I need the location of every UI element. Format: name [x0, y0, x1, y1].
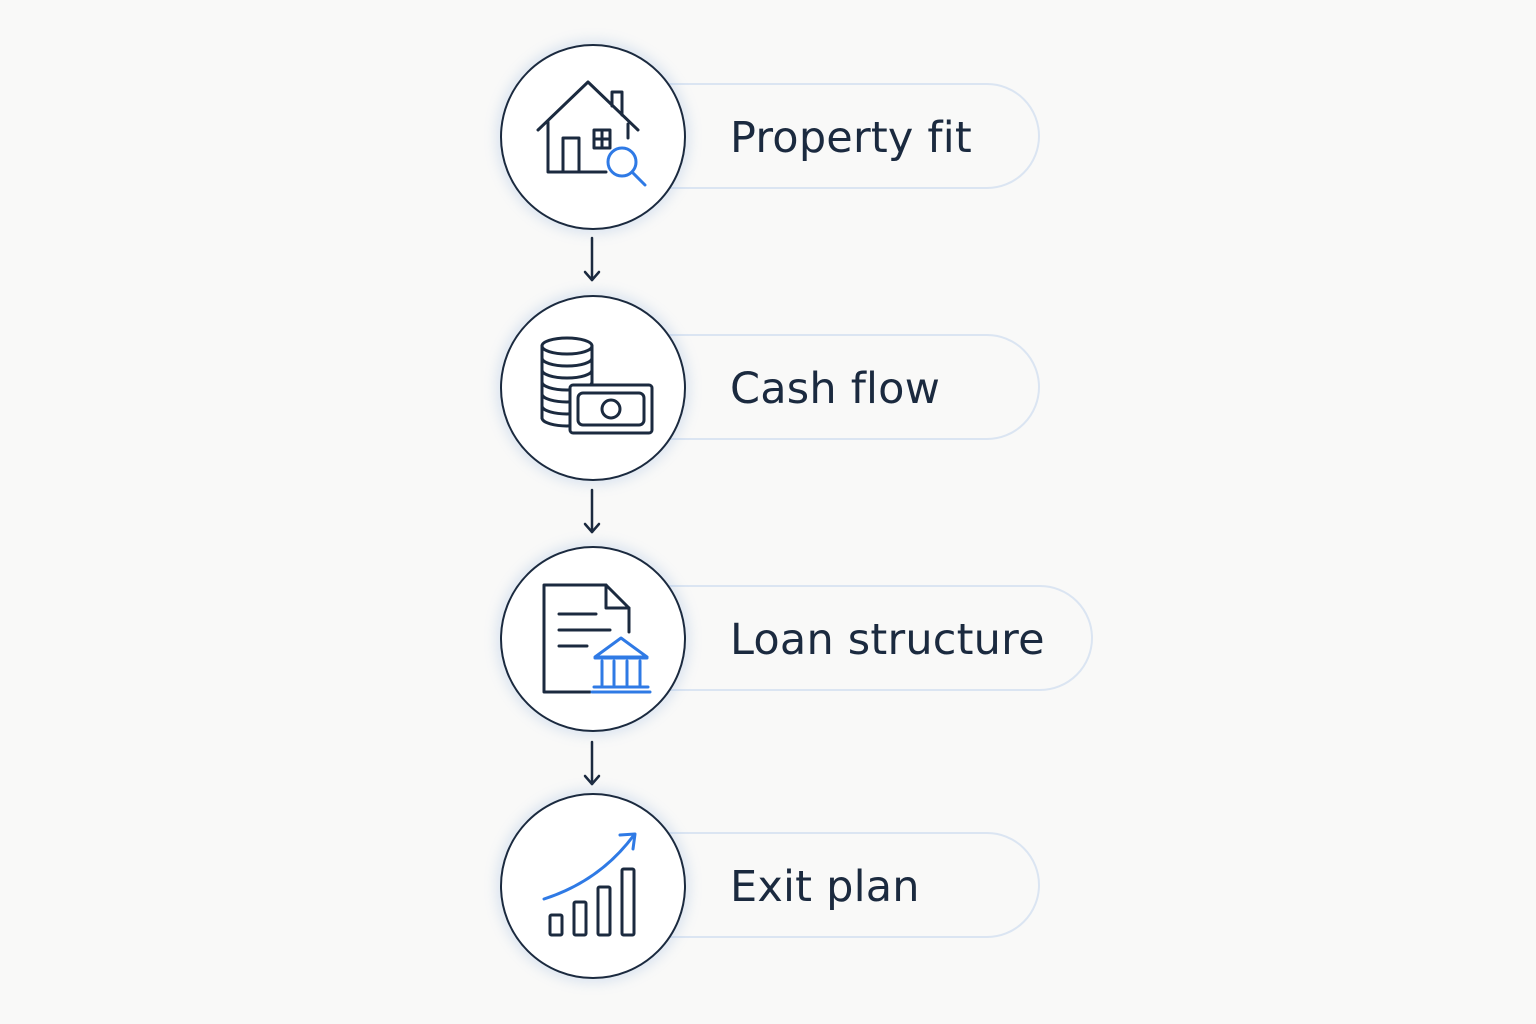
flow-arrow	[583, 488, 601, 534]
step-icon-circle	[500, 44, 686, 230]
growth-chart-icon	[542, 832, 637, 937]
step-label: Exit plan	[730, 862, 920, 912]
flow-arrow	[583, 740, 601, 786]
step-icon-circle	[500, 295, 686, 481]
step-label: Property fit	[730, 113, 972, 163]
step-label: Loan structure	[730, 615, 1045, 665]
step-icon-circle	[500, 546, 686, 732]
coins-cash-icon	[540, 336, 654, 435]
step-icon-circle	[500, 793, 686, 979]
house-search-icon	[536, 80, 647, 187]
document-bank-icon	[542, 583, 652, 694]
flow-arrow	[583, 236, 601, 282]
step-label: Cash flow	[730, 364, 941, 414]
